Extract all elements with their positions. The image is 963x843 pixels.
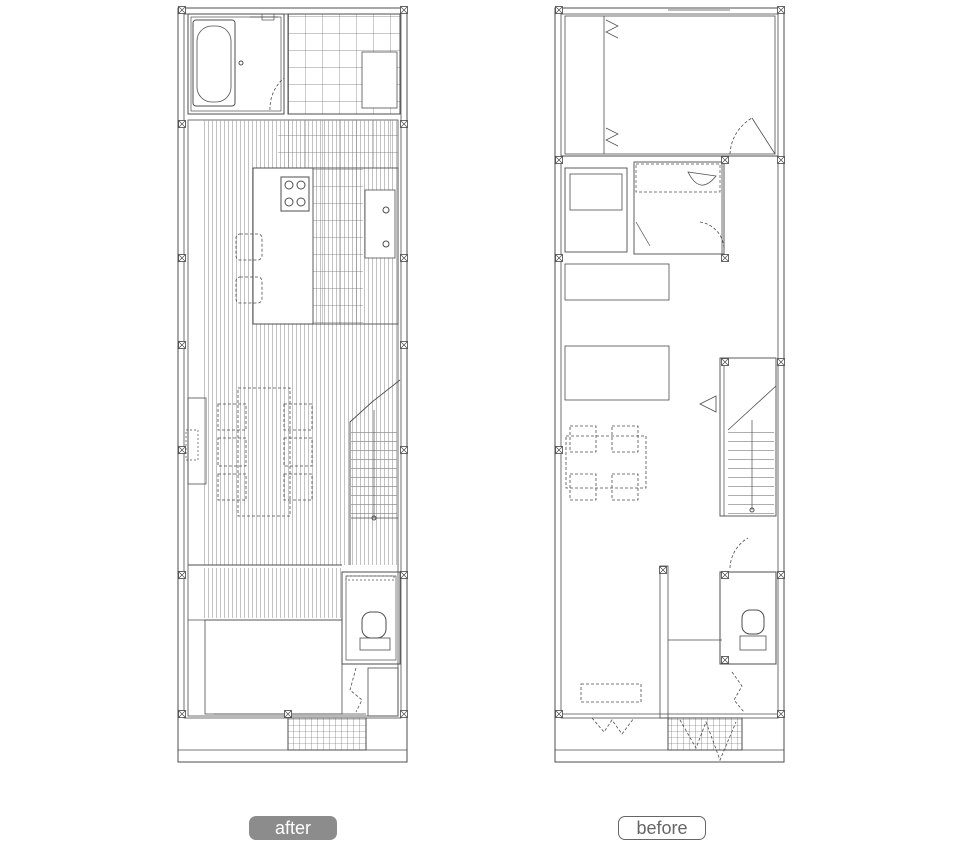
after-dining-table [217,387,313,517]
label-after-text: after [274,818,312,838]
before-entrance [667,717,743,751]
stool [235,276,263,304]
label-before: before [618,816,706,840]
bath-door-swing [269,77,285,111]
plan-before [554,6,785,763]
before-top-room [564,15,776,155]
after-kitchen-island [235,167,399,325]
stool [235,233,263,261]
label-after: after [249,816,337,840]
before-washroom [633,161,725,255]
toilet-icon [361,611,387,639]
bathtub-icon [192,19,236,107]
before-wc [719,537,777,713]
plan-after [177,6,408,763]
after-lower-room [204,619,343,715]
before-outer-wall [560,13,779,719]
toilet-icon [741,609,765,635]
before-counter-2 [564,345,670,401]
before-counter [564,263,670,301]
before-site-boundary [554,7,785,763]
before-storage [580,683,642,703]
before-bath [564,167,628,253]
after-washer [361,51,398,109]
before-stair [699,357,777,517]
after-wc [341,571,401,713]
before-dining-table [565,425,647,501]
after-entrance [287,717,367,751]
after-side-shelf [187,397,207,485]
after-bathroom [187,13,285,115]
stove-icon [280,176,310,212]
after-stair [349,379,401,565]
after-site-boundary [177,7,408,763]
label-before-text: before [636,818,688,838]
bathtub-icon [569,173,623,211]
sink-icon [687,171,717,186]
